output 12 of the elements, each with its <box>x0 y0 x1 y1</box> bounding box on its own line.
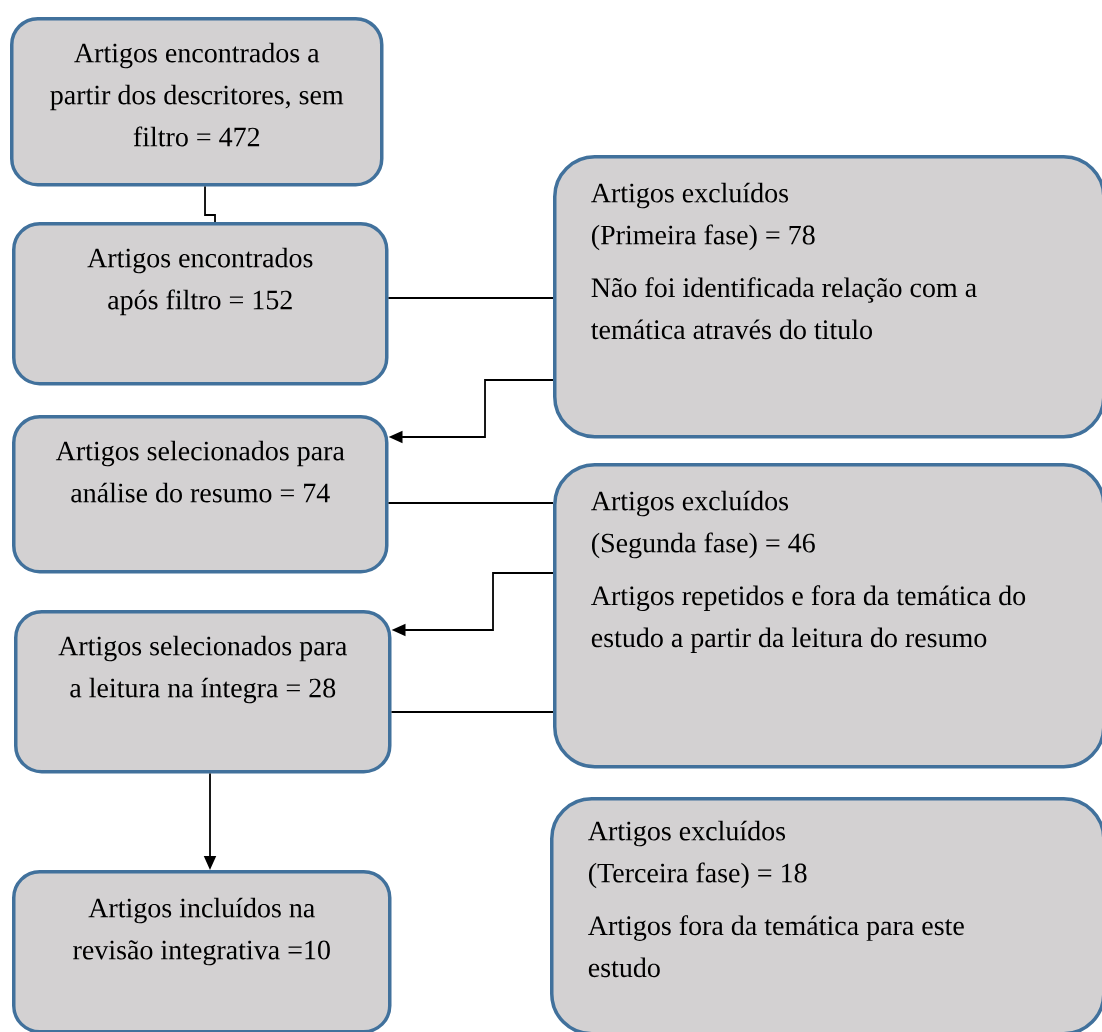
exclusion-box: Artigos excluídos (Segunda fase) = 46 Artigos repetidos e fora da temática do estudo a partir da leitura do resumo <box>553 463 1102 769</box>
process-box: Artigos encontrados a partir dos descritores, sem filtro = 472 <box>10 17 384 187</box>
process-box: Artigos encontrados após filtro = 152 <box>12 222 389 386</box>
exclusion-box: Artigos excluídos (Terceira fase) = 18 Artigos fora da temática para este estudo <box>550 797 1102 1032</box>
process-box: Artigos incluídos na revisão integrativa =10 <box>12 870 392 1032</box>
connector-line <box>387 502 554 504</box>
process-box: Artigos selecionados para análise do resumo = 74 <box>12 415 389 574</box>
connector-line <box>387 297 554 299</box>
process-box: Artigos selecionados para a leitura na íntegra = 28 <box>14 610 392 774</box>
exclusion-box: Artigos excluídos (Primeira fase) = 78 Não foi identificada relação com a temática através do titulo <box>553 155 1102 439</box>
connector-line <box>390 711 554 713</box>
connector-line <box>204 185 216 223</box>
